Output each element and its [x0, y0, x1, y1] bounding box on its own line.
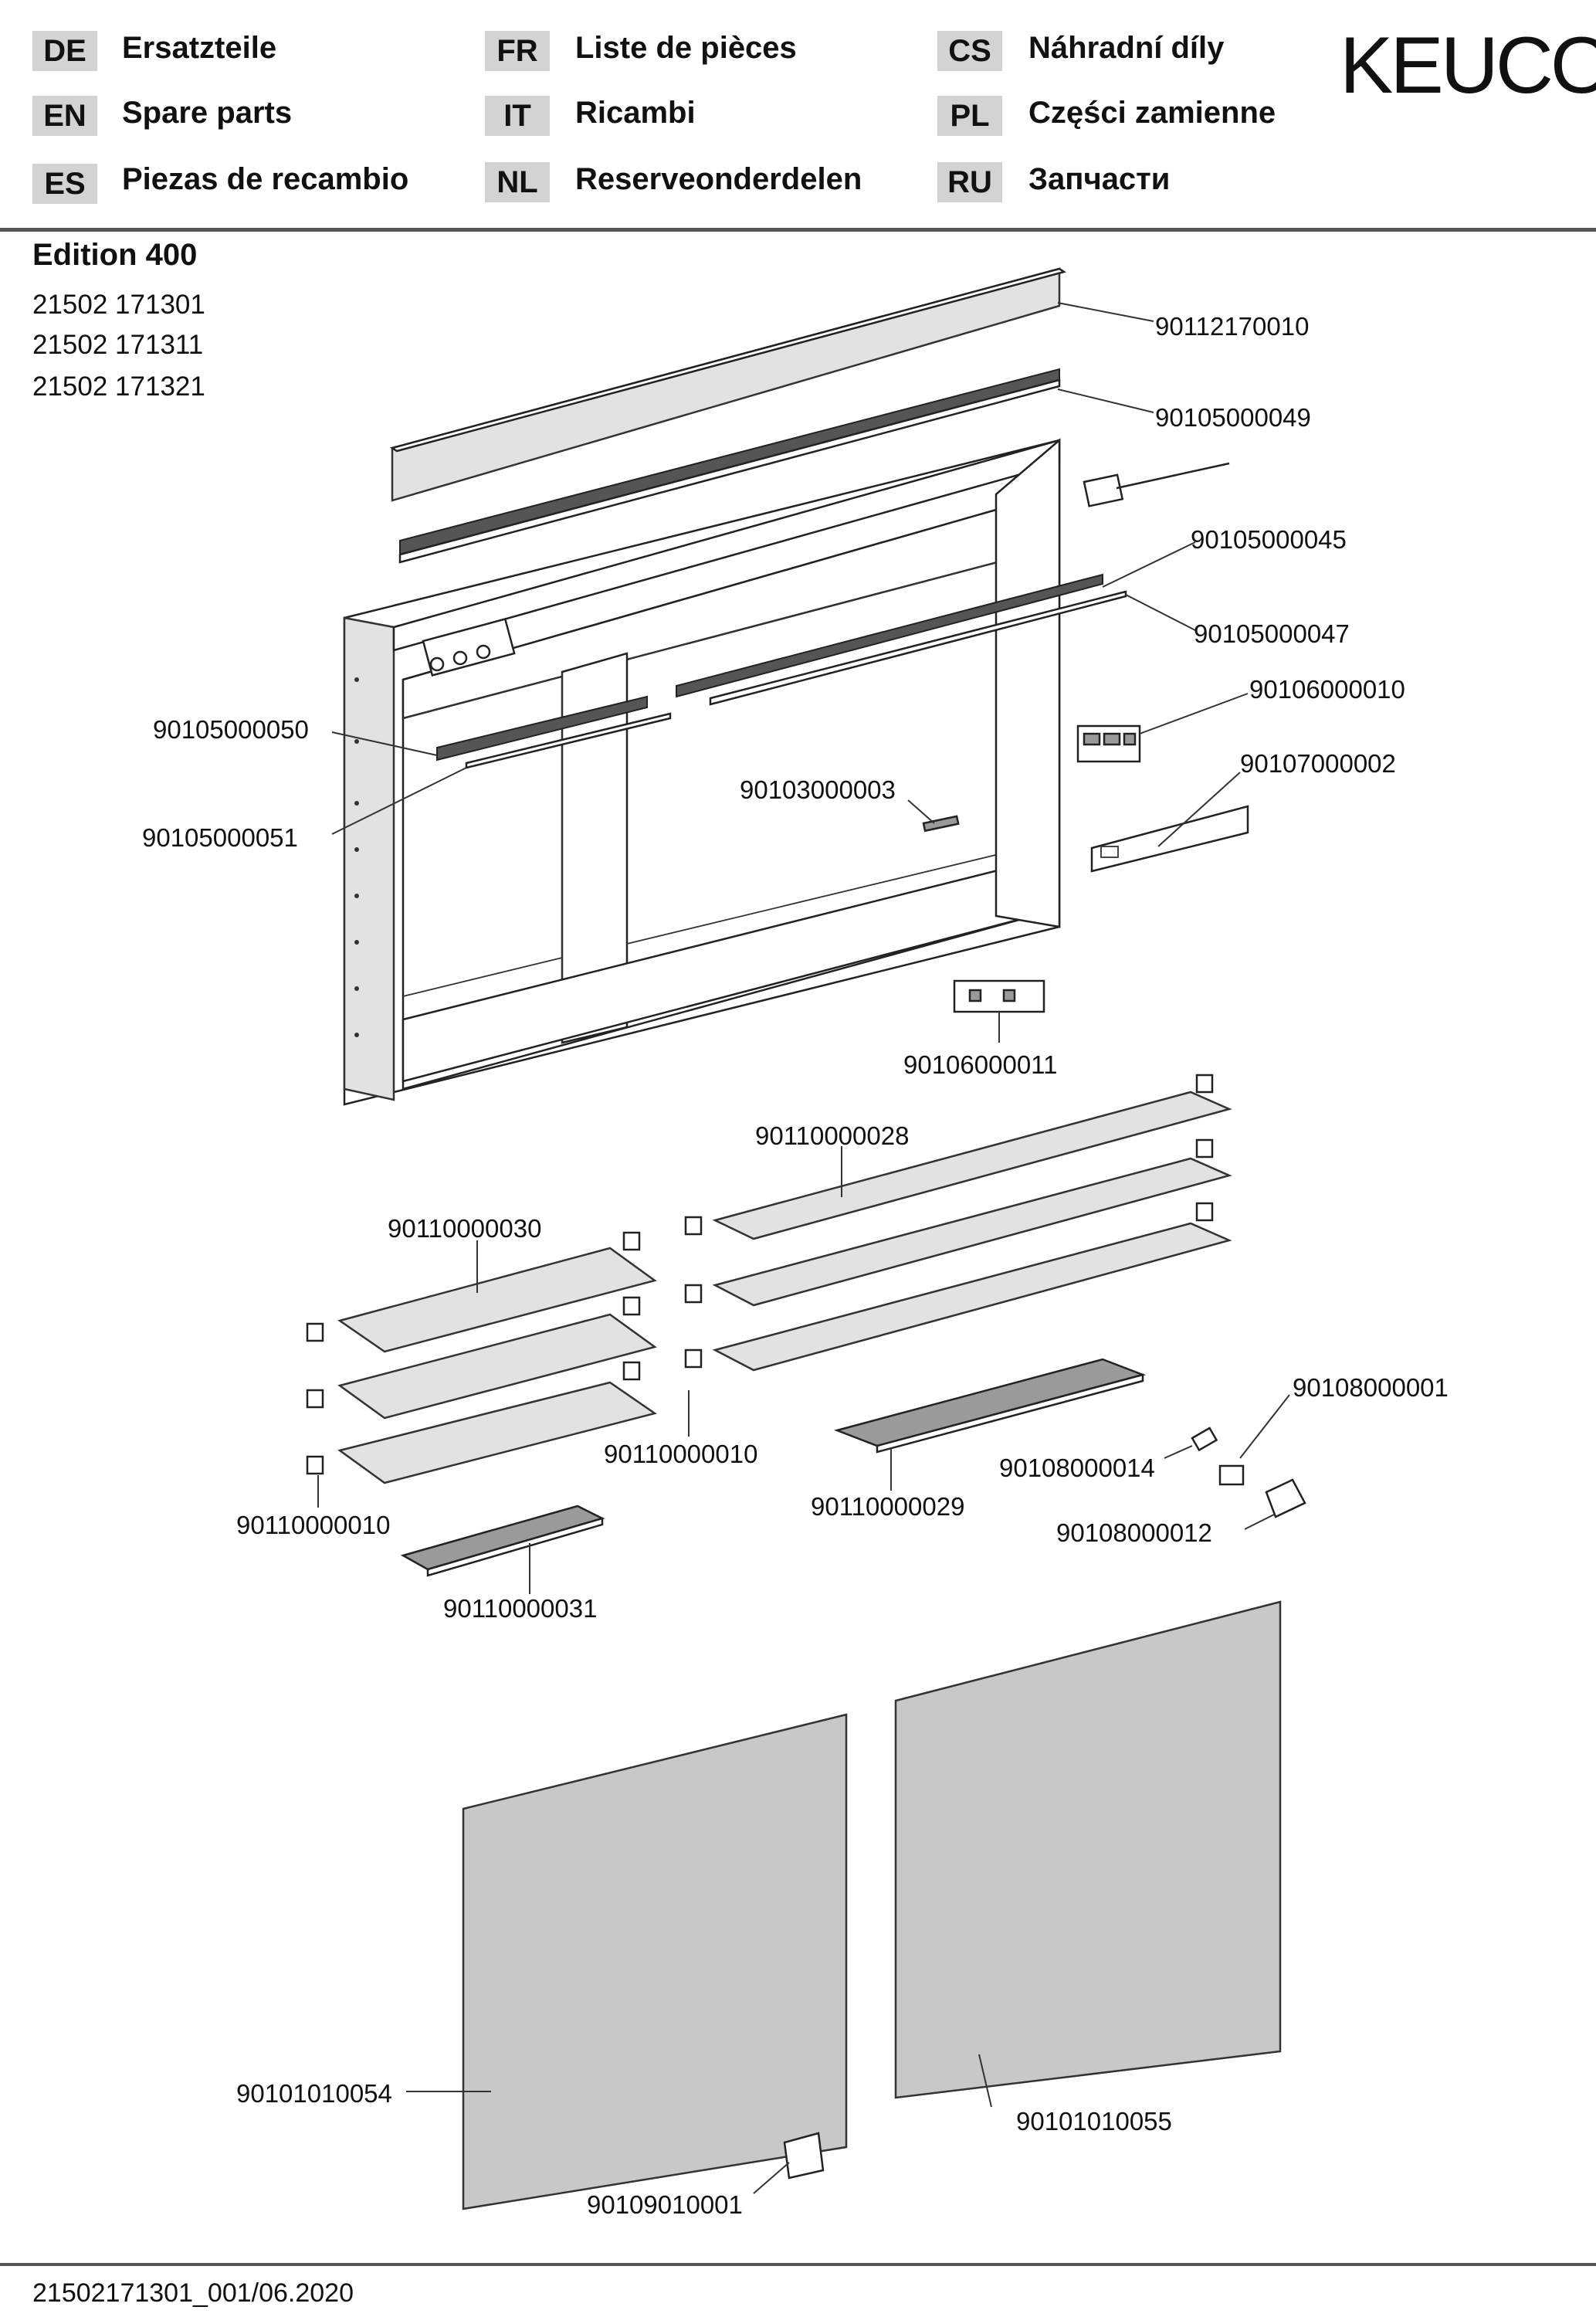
socket-part	[953, 979, 1045, 1013]
label-right-led: 90105000045	[1191, 525, 1347, 554]
cabinet-body	[343, 438, 1061, 1106]
label-switch-module: 90106000010	[1249, 675, 1405, 704]
label-socket: 90106000011	[903, 1050, 1057, 1079]
left-side-holes	[354, 677, 359, 1037]
left-led-strip	[436, 695, 672, 769]
lang-label-it: Ricambi	[575, 96, 696, 130]
label-hinge-cap: 90108000014	[999, 1454, 1155, 1482]
shelf-holders	[306, 1074, 1214, 1475]
label-top-cover: 90112170010	[1155, 312, 1309, 341]
footer-divider	[0, 2263, 1596, 2266]
lang-code-it: IT	[485, 96, 550, 136]
hinge-parts	[1191, 1426, 1306, 1518]
product-number-3: 21502 171321	[32, 371, 205, 402]
label-shelf-small-bottom: 90110000031	[443, 1594, 597, 1623]
lang-code-cs: CS	[937, 31, 1002, 71]
lang-label-pl: Części zamienne	[1028, 96, 1276, 130]
product-number-1: 21502 171301	[32, 290, 205, 320]
label-shelf-large-bottom: 90110000029	[811, 1492, 964, 1521]
label-sensor: 90103000003	[740, 775, 896, 804]
label-door-pad: 90109010001	[587, 2190, 743, 2219]
door-right	[894, 1600, 1282, 2099]
door-pad	[783, 2132, 825, 2180]
lang-label-es: Piezas de recambio	[122, 162, 409, 196]
product-number-2: 21502 171311	[32, 330, 204, 360]
label-shelf-large: 90110000028	[755, 1121, 909, 1150]
bottom-large-shelf	[833, 1358, 1147, 1454]
lang-code-en: EN	[32, 96, 97, 136]
lang-code-nl: NL	[485, 162, 550, 202]
right-led-strip	[676, 573, 1127, 706]
label-hinge: 90108000012	[1056, 1518, 1212, 1547]
bottom-small-shelf	[400, 1505, 605, 1577]
sensor-part	[922, 815, 960, 833]
lang-code-fr: FR	[485, 31, 550, 71]
lang-code-es: ES	[32, 164, 97, 204]
lang-label-cs: Náhradní díly	[1028, 31, 1225, 65]
door-left	[462, 1713, 848, 2210]
top-strip	[398, 368, 1061, 564]
lang-label-fr: Liste de pièces	[575, 31, 797, 65]
lang-label-de: Ersatzteile	[122, 31, 277, 65]
driver-box	[1090, 805, 1249, 873]
leader-lines	[317, 302, 1290, 2194]
language-header: DE Ersatzteile EN Spare parts ES Piezas …	[0, 0, 1596, 224]
small-shelves	[337, 1247, 657, 1484]
label-holder-left: 90110000010	[236, 1511, 390, 1539]
label-top-strip: 90105000049	[1155, 403, 1311, 432]
label-holder-right: 90110000010	[604, 1440, 757, 1468]
label-driver: 90107000002	[1240, 749, 1396, 778]
label-door-left: 90101010054	[236, 2079, 392, 2108]
large-shelves	[712, 1091, 1232, 1372]
lang-label-ru: Запчасти	[1028, 162, 1171, 196]
top-cover	[390, 267, 1066, 502]
label-right-diffuser: 90105000047	[1194, 619, 1350, 648]
label-left-led: 90105000050	[153, 715, 309, 744]
lang-label-en: Spare parts	[122, 96, 293, 130]
document-id: 21502171301_001/06.2020	[32, 2278, 354, 2308]
label-hinge-set: 90108000001	[1293, 1373, 1449, 1402]
lang-code-de: DE	[32, 31, 97, 71]
product-title: Edition 400	[32, 238, 198, 272]
lang-code-pl: PL	[937, 96, 1002, 136]
header-divider	[0, 228, 1596, 232]
label-door-right: 90101010055	[1016, 2107, 1172, 2136]
keuco-logo: KEUCO	[1340, 21, 1596, 110]
label-left-diffuser: 90105000051	[142, 823, 298, 852]
switch-module	[1076, 724, 1141, 763]
lang-label-nl: Reserveonderdelen	[575, 162, 862, 196]
plug-cable	[1083, 462, 1230, 507]
label-shelf-small: 90110000030	[388, 1214, 541, 1243]
lang-code-ru: RU	[937, 162, 1002, 202]
